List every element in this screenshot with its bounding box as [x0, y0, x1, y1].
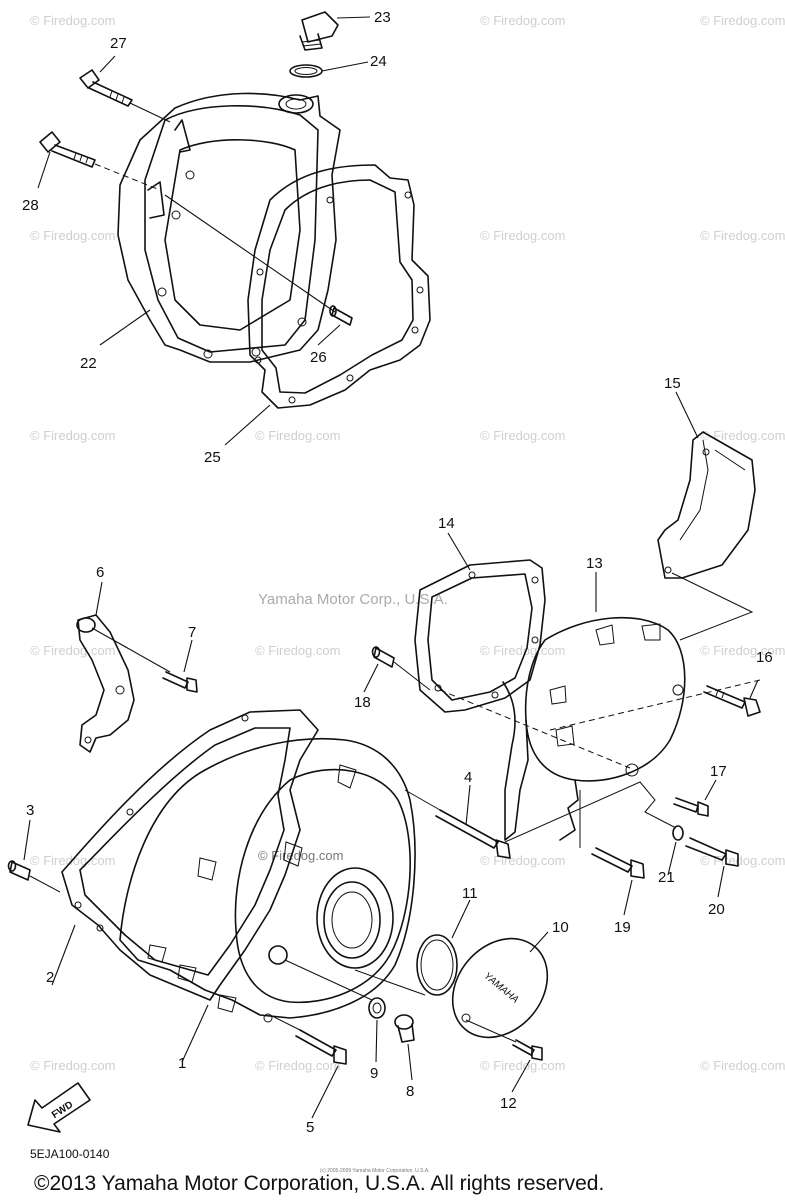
part-14-gasket: [414, 559, 546, 713]
watermark: © Firedog.com: [255, 428, 340, 443]
watermark: © Firedog.com: [700, 643, 785, 658]
part-27-bolt: [79, 69, 133, 107]
part-9-washer: [368, 997, 386, 1019]
watermark: © Firedog.com: [480, 853, 565, 868]
callout-1: 1: [178, 1055, 186, 1072]
callout-17: 17: [710, 763, 727, 780]
callout-8: 8: [406, 1083, 414, 1100]
callout-5: 5: [306, 1119, 314, 1136]
center-watermark: Yamaha Motor Corp., U.S.A.: [258, 591, 448, 608]
watermark-layer: © Firedog.com © Firedog.com © Firedog.co…: [30, 13, 785, 1073]
watermark: © Firedog.com: [255, 643, 340, 658]
part-19-bolt: [591, 847, 645, 879]
watermark: © Firedog.com: [700, 853, 785, 868]
callout-7: 7: [188, 624, 196, 641]
watermark: © Firedog.com: [30, 13, 115, 28]
callout-labels: 1 2 3 4 5 6 7 8 9 10 11 12 13 14 15 16 1…: [22, 9, 773, 1136]
part-22-housing: [117, 92, 341, 363]
fwd-arrow-icon: FWD: [27, 1082, 91, 1133]
watermark: © Firedog.com: [30, 428, 115, 443]
watermark: © Firedog.com: [700, 228, 785, 243]
watermark: © Firedog.com: [480, 643, 565, 658]
callout-25: 25: [204, 449, 221, 466]
part-28-bolt: [39, 131, 96, 168]
part-16-bolt: [703, 685, 761, 717]
callout-10: 10: [552, 919, 569, 936]
part-7-bolt: [162, 671, 198, 693]
watermark: © Firedog.com: [30, 228, 115, 243]
callout-4: 4: [464, 769, 472, 786]
watermark: © Firedog.com: [480, 228, 565, 243]
callout-28: 28: [22, 197, 39, 214]
callout-14: 14: [438, 515, 455, 532]
watermark: © Firedog.com: [700, 428, 785, 443]
part-18-dowel: [371, 646, 395, 668]
callout-19: 19: [614, 919, 631, 936]
part-13-cover: [502, 616, 686, 841]
diagram-code: 5EJA100-0140: [30, 1147, 110, 1161]
part-23-filler-cap: [299, 11, 339, 51]
part-8-plug: [394, 1014, 415, 1043]
callout-26: 26: [310, 349, 327, 366]
watermark: © Firedog.com: [480, 1058, 565, 1073]
watermark: © Firedog.com: [30, 643, 115, 658]
part-6-bracket: [76, 614, 135, 753]
part-5-bolt: [295, 1029, 347, 1065]
callout-2: 2: [46, 969, 54, 986]
callout-3: 3: [26, 802, 34, 819]
part-15-cover: [657, 431, 756, 579]
watermark: © Firedog.com: [700, 13, 785, 28]
callout-12: 12: [500, 1095, 517, 1112]
callout-18: 18: [354, 694, 371, 711]
callout-13: 13: [586, 555, 603, 572]
watermark: © Firedog.com: [700, 1058, 785, 1073]
part-1-crankcase-cover: [119, 737, 416, 1023]
part-3-dowel: [7, 860, 31, 881]
fine-print: (c) 2005-2009 Yamaha Motor Corporation, …: [320, 1168, 430, 1174]
callout-23: 23: [374, 9, 391, 26]
watermark: © Firedog.com: [255, 1058, 340, 1073]
part-25-gasket: [247, 164, 431, 409]
callout-11: 11: [462, 885, 478, 902]
part-21-washer: [672, 825, 684, 841]
part-11-o-ring: [416, 934, 458, 996]
part-12-screw: [512, 1039, 543, 1061]
callout-20: 20: [708, 901, 725, 918]
callout-9: 9: [370, 1065, 378, 1082]
part-4-bolt: [435, 809, 511, 859]
cover-logo: YAMAHA: [481, 971, 520, 1006]
watermark: © Firedog.com: [480, 13, 565, 28]
callout-27: 27: [110, 35, 127, 52]
part-17-bolt: [673, 797, 709, 817]
callout-21: 21: [658, 869, 675, 886]
part-10-cover: YAMAHA: [451, 937, 549, 1039]
callout-16: 16: [756, 649, 773, 666]
watermark: © Firedog.com: [480, 428, 565, 443]
callout-22: 22: [80, 355, 97, 372]
part-26-dowel: [329, 305, 353, 326]
part-2-gasket: [61, 709, 319, 1001]
watermark: © Firedog.com: [30, 1058, 115, 1073]
part-20-bolt: [685, 837, 739, 867]
callout-6: 6: [96, 564, 104, 581]
copyright-notice: ©2013 Yamaha Motor Corporation, U.S.A. A…: [34, 1172, 604, 1195]
callout-24: 24: [370, 53, 387, 70]
callout-15: 15: [664, 375, 681, 392]
